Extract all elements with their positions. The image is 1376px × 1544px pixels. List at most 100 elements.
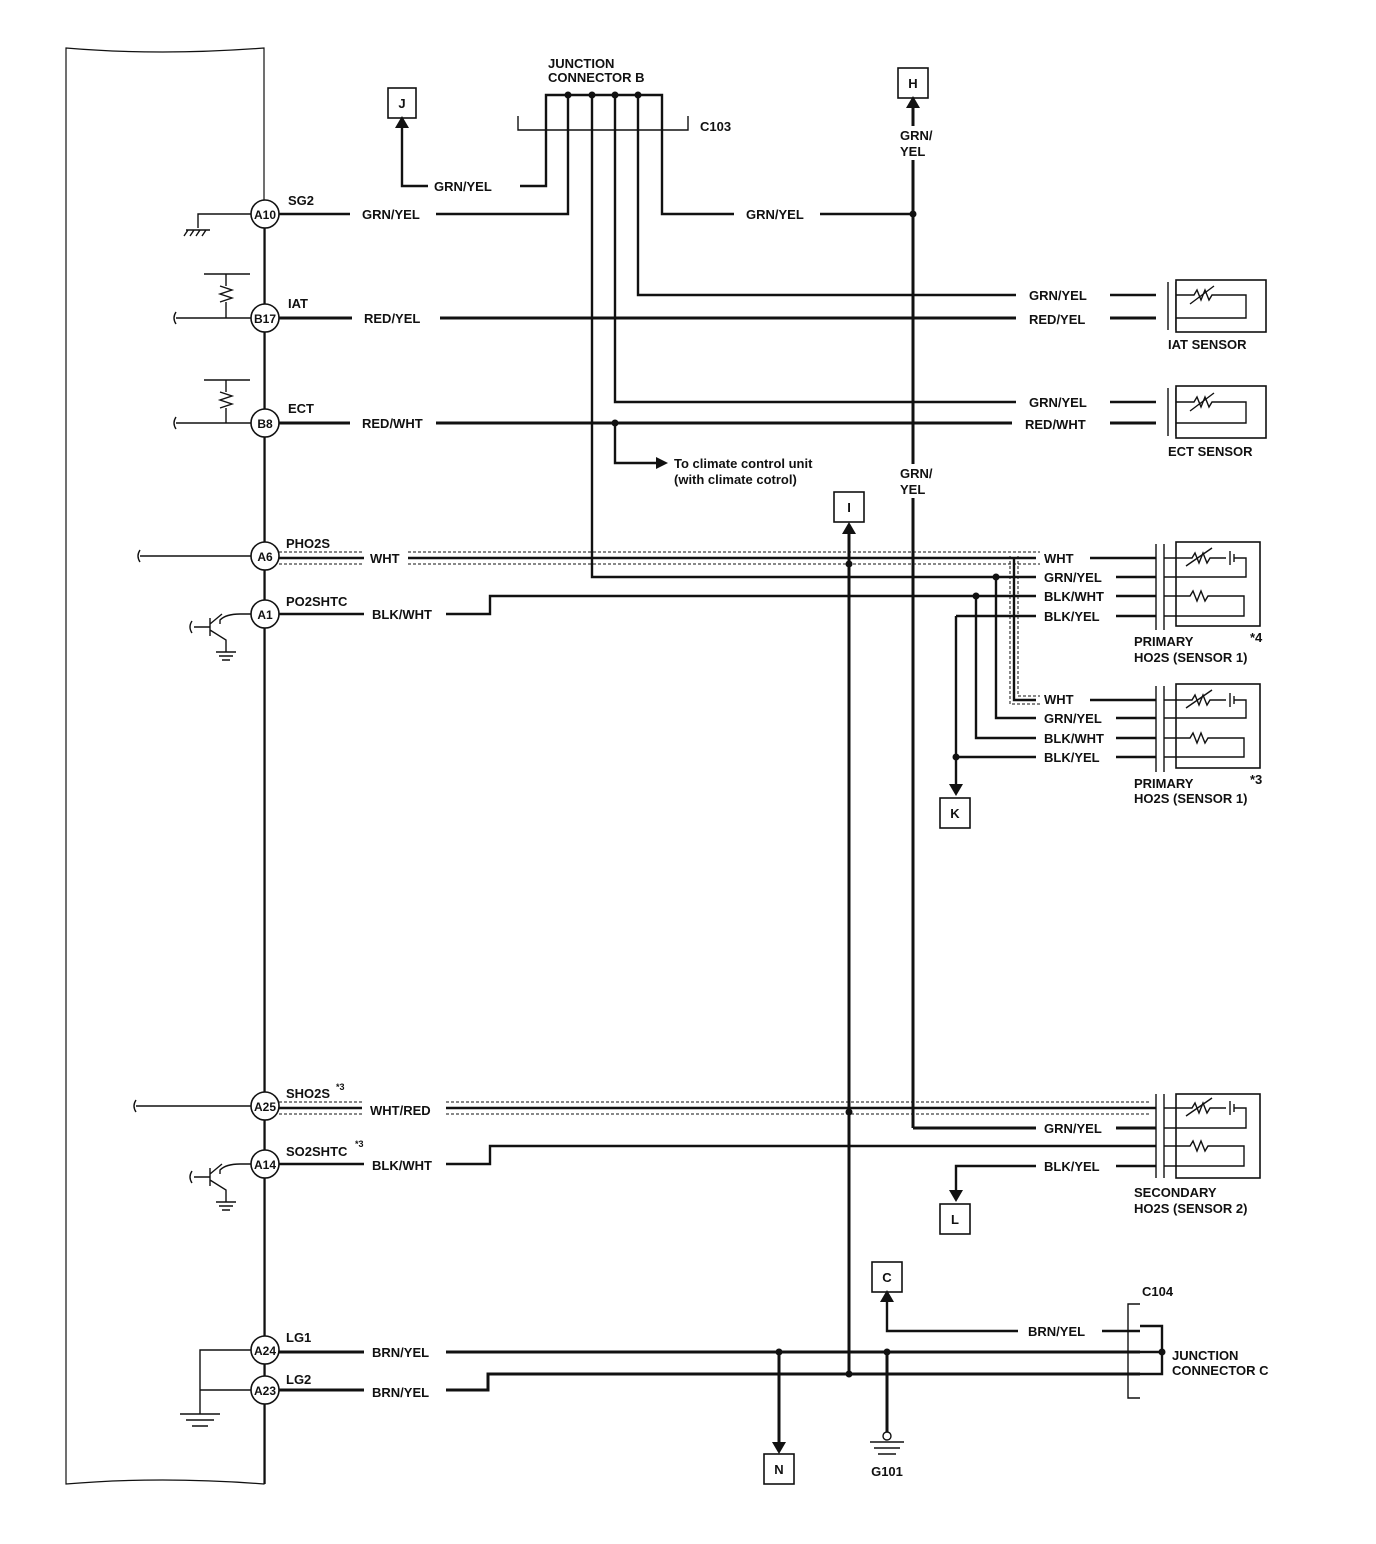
ect-wire-2: RED/WHT [1025, 417, 1086, 432]
junction-c-connector-id: C104 [1142, 1284, 1174, 1299]
ect-sensor-name: ECT SENSOR [1168, 444, 1253, 459]
ref-c-label: C [882, 1270, 892, 1285]
pin-a14-id: A14 [254, 1158, 276, 1172]
junction-b-connector-id: C103 [700, 119, 731, 134]
pho2s-a-name-2: HO2S (SENSOR 1) [1134, 650, 1247, 665]
iat-sensor-name: IAT SENSOR [1168, 337, 1247, 352]
pin-a25-signal: SHO2S [286, 1086, 330, 1101]
pin-a1-signal: PO2SHTC [286, 594, 348, 609]
pin-a25-id: A25 [254, 1100, 276, 1114]
wire-iat-left: RED/YEL [364, 311, 420, 326]
wire-po2shtc-left: BLK/WHT [372, 607, 432, 622]
climate-note-1: To climate control unit [674, 456, 813, 471]
pin-b17-signal: IAT [288, 296, 308, 311]
ect-wire-1: GRN/YEL [1029, 395, 1087, 410]
pho2s-a-note: *4 [1250, 630, 1263, 645]
pin-a10-signal: SG2 [288, 193, 314, 208]
wire-so2shtc-left: BLK/WHT [372, 1158, 432, 1173]
ect-sensor: GRN/YEL RED/WHT ECT SENSOR [1025, 385, 1267, 459]
ref-h-label: H [908, 76, 917, 91]
pin-b8-id: B8 [257, 417, 273, 431]
climate-note-2: (with climate cotrol) [674, 472, 797, 487]
ref-k-label: K [950, 806, 960, 821]
wire-h-mid-1: GRN/ [900, 466, 933, 481]
ref-h: H [897, 67, 929, 99]
ground-name: G101 [871, 1464, 903, 1479]
junction-connector-b: JUNCTION CONNECTOR B C103 [517, 56, 731, 134]
wire-c-feed: BRN/YEL [1028, 1324, 1085, 1339]
primary-ho2s-sensor-4: WHT GRN/YEL BLK/WHT BLK/YEL PRIMARY HO2S… [1044, 541, 1263, 665]
wire-runs: GRN/YEL GRN/YEL GRN/YEL GRN/ YEL GRN/ YE… [279, 96, 1156, 1454]
pho2s-b-name-2: HO2S (SENSOR 1) [1134, 791, 1247, 806]
ref-i: I [833, 491, 865, 523]
pho2s-b-wire-4: BLK/YEL [1044, 750, 1100, 765]
sho2s-name-1: SECONDARY [1134, 1185, 1217, 1200]
wire-sg2-right: GRN/YEL [746, 207, 804, 222]
pin-a6-signal: PHO2S [286, 536, 330, 551]
wire-h-mid-2: YEL [900, 482, 925, 497]
pho2s-a-wire-3: BLK/WHT [1044, 589, 1104, 604]
junction-b-title-2: CONNECTOR B [548, 70, 645, 85]
iat-sensor: GRN/YEL RED/YEL IAT SENSOR [1029, 279, 1267, 352]
pin-a1-id: A1 [257, 608, 273, 622]
ref-l: L [939, 1203, 971, 1235]
pho2s-b-note: *3 [1250, 772, 1262, 787]
ref-j-label: J [398, 96, 405, 111]
pin-a23-signal: LG2 [286, 1372, 311, 1387]
pin-a24: A24 LG1 [250, 1330, 311, 1365]
pin-a14: A14 SO2SHTC *3 [250, 1139, 364, 1179]
pin-a14-signal: SO2SHTC [286, 1144, 348, 1159]
pin-a6: A6 PHO2S [250, 536, 330, 571]
pin-a24-id: A24 [254, 1344, 276, 1358]
ecm-internal-circuits [133, 213, 254, 1427]
pho2s-b-name-1: PRIMARY [1134, 776, 1194, 791]
secondary-ho2s-sensor-2: GRN/YEL BLK/YEL SECONDARY HO2S (SENSOR 2… [1044, 1093, 1261, 1216]
wire-sg2-left: GRN/YEL [362, 207, 420, 222]
pin-a10-id: A10 [254, 208, 276, 222]
wire-lg2-left: BRN/YEL [372, 1385, 429, 1400]
sho2s-name-2: HO2S (SENSOR 2) [1134, 1201, 1247, 1216]
ref-c: C [871, 1261, 903, 1293]
ground-g101: G101 [870, 1431, 904, 1479]
pin-b8-signal: ECT [288, 401, 314, 416]
pin-a14-note: *3 [355, 1139, 364, 1149]
pho2s-b-wire-3: BLK/WHT [1044, 731, 1104, 746]
junction-c-title-2: CONNECTOR C [1172, 1363, 1269, 1378]
wire-lg1-left: BRN/YEL [372, 1345, 429, 1360]
sho2s-wire-1: GRN/YEL [1044, 1121, 1102, 1136]
wire-h-top-2: YEL [900, 144, 925, 159]
ref-n: N [763, 1453, 795, 1485]
wire-j-feed: GRN/YEL [434, 179, 492, 194]
wire-sho2s-left: WHT/RED [370, 1103, 431, 1118]
wire-h-top-1: GRN/ [900, 128, 933, 143]
pin-a25-note: *3 [336, 1082, 345, 1092]
junction-connector-c: C104 JUNCTION CONNECTOR C [1127, 1284, 1269, 1399]
wire-pho2s-left: WHT [370, 551, 400, 566]
pho2s-a-wire-1: WHT [1044, 551, 1074, 566]
pho2s-b-wire-2: GRN/YEL [1044, 711, 1102, 726]
ref-k: K [939, 797, 971, 829]
pin-a23-id: A23 [254, 1384, 276, 1398]
junction-c-title-1: JUNCTION [1172, 1348, 1238, 1363]
ref-j: J [387, 87, 417, 119]
primary-ho2s-sensor-3: WHT GRN/YEL BLK/WHT BLK/YEL PRIMARY HO2S… [1044, 683, 1262, 806]
ref-n-label: N [774, 1462, 783, 1477]
pin-a6-id: A6 [257, 550, 273, 564]
sho2s-wire-2: BLK/YEL [1044, 1159, 1100, 1174]
wire-ect-left: RED/WHT [362, 416, 423, 431]
pho2s-a-name-1: PRIMARY [1134, 634, 1194, 649]
ref-l-label: L [951, 1212, 959, 1227]
pin-b17-id: B17 [254, 312, 276, 326]
pho2s-a-wire-4: BLK/YEL [1044, 609, 1100, 624]
iat-wire-1: GRN/YEL [1029, 288, 1087, 303]
pin-a25: A25 SHO2S *3 [250, 1082, 345, 1121]
pin-a23: A23 LG2 [250, 1372, 311, 1405]
iat-wire-2: RED/YEL [1029, 312, 1085, 327]
ecm-body [65, 47, 265, 1485]
junction-b-title-1: JUNCTION [548, 56, 614, 71]
pho2s-a-wire-2: GRN/YEL [1044, 570, 1102, 585]
pho2s-b-wire-1: WHT [1044, 692, 1074, 707]
ref-i-label: I [847, 500, 851, 515]
pin-a1: A1 PO2SHTC [250, 594, 348, 629]
